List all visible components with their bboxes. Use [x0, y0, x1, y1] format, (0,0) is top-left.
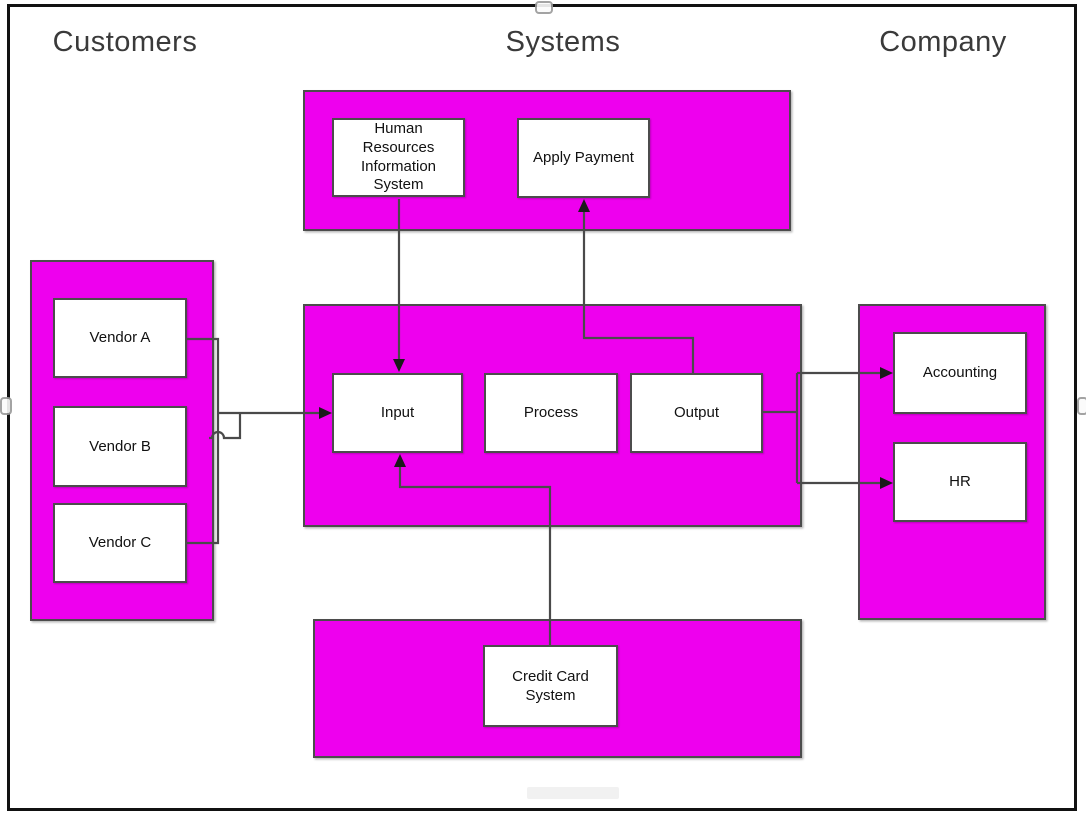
node-vendor-a[interactable]: Vendor A: [53, 298, 187, 378]
node-process-label: Process: [523, 404, 579, 422]
node-credit-card-label: Credit Card System: [512, 667, 589, 705]
node-hr-label: HR: [949, 473, 971, 491]
node-process[interactable]: Process: [484, 373, 618, 453]
node-accounting[interactable]: Accounting: [893, 332, 1027, 414]
node-credit-card[interactable]: Credit Card System: [483, 645, 618, 727]
node-hr[interactable]: HR: [893, 442, 1027, 522]
watermark-smudge: [527, 787, 619, 799]
node-input[interactable]: Input: [332, 373, 463, 453]
node-vendor-c-label: Vendor C: [88, 534, 152, 552]
page-handle-left[interactable]: [0, 397, 12, 415]
page-handle-right[interactable]: [1077, 397, 1086, 415]
node-vendor-a-label: Vendor A: [89, 329, 151, 347]
node-hris-label: Human Resources Information System: [360, 120, 437, 194]
node-vendor-b-label: Vendor B: [89, 437, 151, 455]
node-output-label: Output: [673, 404, 720, 422]
node-accounting-label: Accounting: [922, 364, 998, 382]
node-apply-payment[interactable]: Apply Payment: [517, 118, 650, 198]
lane-header-systems: Systems: [505, 25, 621, 58]
node-hris[interactable]: Human Resources Information System: [332, 118, 465, 197]
node-vendor-b[interactable]: Vendor B: [53, 406, 187, 487]
page-handle-top[interactable]: [535, 1, 553, 14]
node-output[interactable]: Output: [630, 373, 763, 453]
lane-header-company: Company: [879, 25, 1007, 58]
lane-header-customers: Customers: [52, 25, 198, 58]
node-apply-payment-label: Apply Payment: [533, 149, 634, 167]
node-input-label: Input: [380, 404, 415, 422]
node-vendor-c[interactable]: Vendor C: [53, 503, 187, 583]
